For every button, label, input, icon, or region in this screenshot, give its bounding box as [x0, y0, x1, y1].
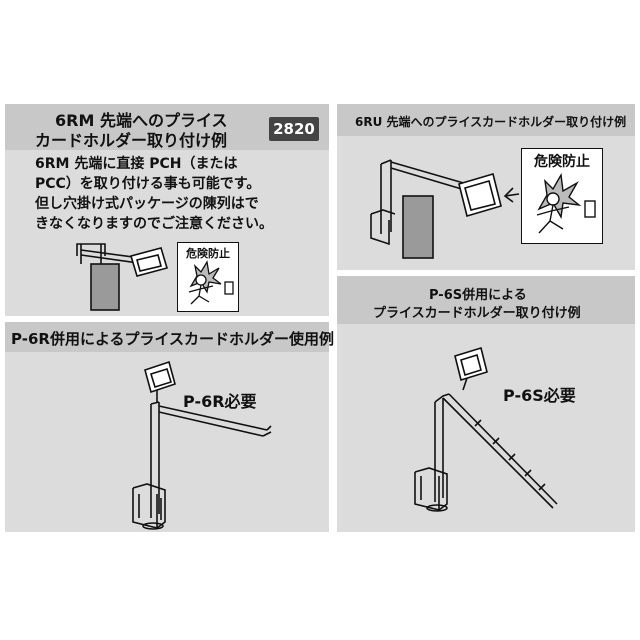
panel-top-left: 6RM 先端へのプライス カードホルダー取り付け例 2820 6RM 先端に直接… — [5, 104, 329, 316]
rail-price-holder-illustration — [370, 159, 520, 259]
title-band — [337, 104, 635, 136]
panel-title: 6RU 先端へのプライスカードホルダー取り付け例 — [355, 115, 627, 129]
panel-title-line2: プライスカードホルダー取り付け例 — [373, 306, 581, 321]
warning-label: 危険防止 — [534, 154, 590, 170]
note-line2: PCC）を取り付ける事も可能です。 — [35, 176, 261, 192]
required-part-label: P-6R必要 — [183, 392, 257, 411]
danger-warning-box: 危険防止 — [521, 148, 603, 244]
panel-title-line1: 6RM 先端へのプライス — [55, 111, 228, 130]
warning-label: 危険防止 — [186, 247, 230, 260]
required-part-label: P-6S必要 — [503, 386, 576, 405]
panel-title-line1: P-6S併用による — [429, 288, 527, 303]
title-band — [5, 322, 329, 352]
hook-with-pole-illustration — [132, 360, 272, 530]
caution-figure-icon — [536, 172, 596, 234]
note-line1: 6RM 先端に直接 PCH（または — [35, 156, 238, 172]
catalog-number-badge: 2820 — [269, 117, 319, 141]
panel-title: P-6R併用によるプライスカードホルダー使用例 — [11, 330, 335, 348]
panel-top-right: 6RU 先端へのプライスカードホルダー取り付け例 危険防止 — [337, 104, 635, 270]
danger-warning-box: 危険防止 — [177, 242, 239, 312]
title-band — [337, 276, 635, 324]
note-line4: きなくなりますのでご注意ください。 — [35, 216, 273, 232]
hook-price-holder-illustration — [76, 243, 169, 311]
note-line3: 但し穴掛け式パッケージの陳列はで — [35, 196, 259, 212]
panel-bottom-left: P-6R併用によるプライスカードホルダー使用例 P-6R必要 — [5, 322, 334, 532]
caution-figure-icon — [188, 260, 234, 305]
panel-title-line2: カードホルダー取り付け例 — [35, 131, 228, 150]
panel-bottom-right: P-6S併用による プライスカードホルダー取り付け例 P-6S必要 — [337, 276, 635, 532]
slanted-hook-illustration — [414, 346, 558, 512]
